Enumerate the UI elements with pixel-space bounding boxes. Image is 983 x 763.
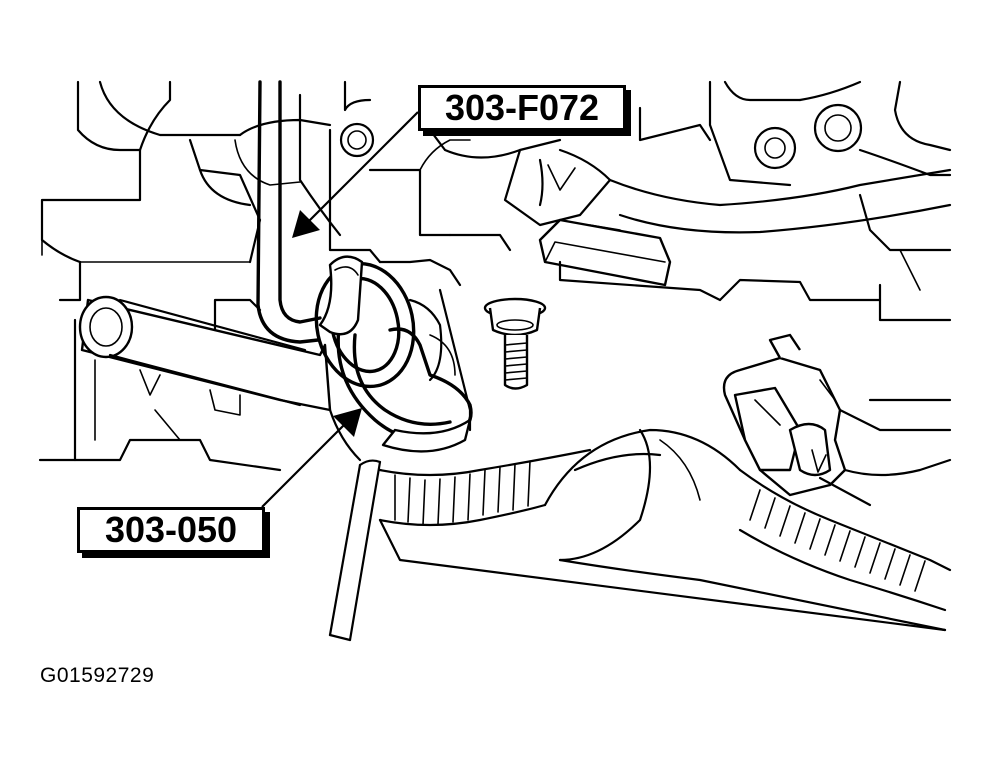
hook-tool: [256, 80, 364, 344]
callout-label-303-f072: 303-F072: [418, 85, 626, 131]
wire-harness: [328, 428, 952, 642]
electrical-connector: [722, 333, 952, 507]
lifting-eye: [213, 298, 473, 453]
leader-arrow-f072: [292, 111, 419, 238]
bolt: [483, 297, 547, 390]
callout-label-303-050: 303-050: [77, 507, 265, 553]
engine-casting: [40, 80, 952, 432]
coolant-tube: [38, 295, 362, 472]
figure-id: G01592729: [40, 664, 155, 687]
leader-arrow-050: [261, 408, 362, 508]
